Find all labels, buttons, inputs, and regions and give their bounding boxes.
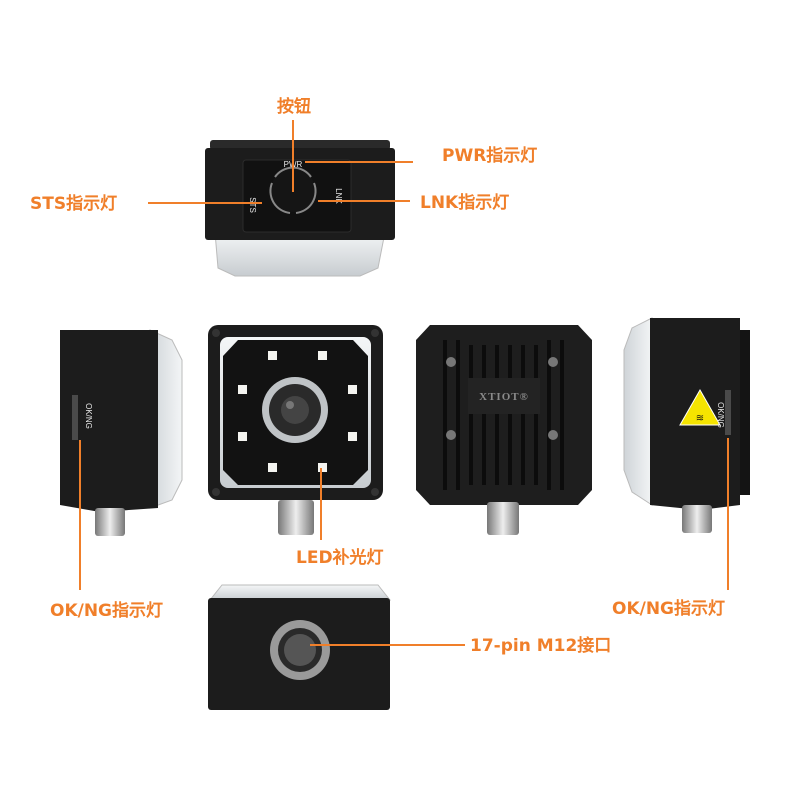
hot-surface-warning-icon [679, 388, 721, 426]
left-side-view: OK/NG [60, 329, 183, 536]
m12-connector [95, 508, 125, 536]
lnk-led-ring [295, 182, 317, 214]
sts-marking: STS [248, 197, 257, 213]
led-light [348, 432, 357, 441]
led-light [318, 351, 327, 360]
label-led: LED补光灯 [296, 547, 384, 568]
label-button: 按钮 [277, 96, 311, 117]
bottom-view [208, 584, 392, 710]
m12-connector [278, 500, 314, 535]
okng-indicator-right [725, 390, 731, 435]
led-light [268, 351, 277, 360]
okng-indicator-left [72, 395, 78, 440]
led-light [318, 463, 327, 472]
top-view: PWR STS LNK [205, 140, 395, 277]
led-light [348, 385, 357, 394]
label-okng-right: OK/NG指示灯 [612, 598, 725, 619]
okng-marking-left: OK/NG [84, 403, 93, 429]
m12-connector [682, 505, 712, 533]
front-view [208, 325, 383, 535]
led-light [238, 432, 247, 441]
lnk-marking: LNK [334, 188, 343, 204]
brand-logo: XTIOT® [479, 391, 529, 403]
label-sts: STS指示灯 [30, 193, 117, 214]
led-lights [238, 351, 357, 472]
callout-lines [79, 120, 729, 646]
svg-text:≋: ≋ [696, 413, 704, 424]
right-side-view: ≋ OK/NG [623, 317, 750, 533]
okng-marking-right: OK/NG [716, 402, 725, 428]
led-light [268, 463, 277, 472]
label-connector: 17-pin M12接口 [470, 635, 611, 656]
label-lnk: LNK指示灯 [420, 192, 509, 213]
label-okng-left: OK/NG指示灯 [50, 600, 163, 621]
back-view: XTIOT® [416, 325, 592, 535]
m12-connector [487, 502, 519, 535]
label-pwr: PWR指示灯 [442, 145, 537, 166]
led-light [238, 385, 247, 394]
sts-led-ring [269, 182, 291, 214]
